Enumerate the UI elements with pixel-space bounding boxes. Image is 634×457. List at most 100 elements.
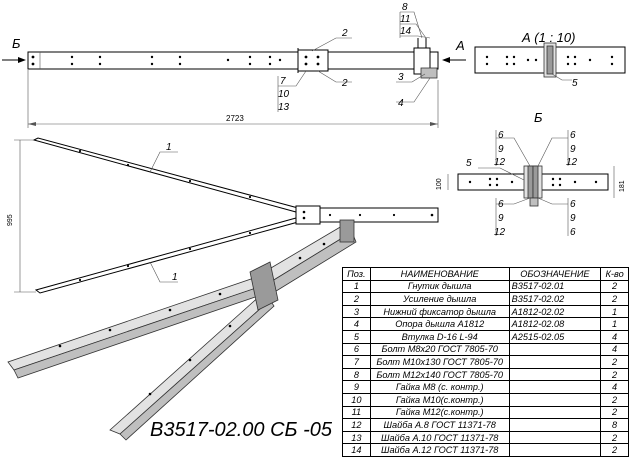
drawbar-side-beam <box>27 51 439 70</box>
plan-holes <box>78 149 434 282</box>
cell-qty: 2 <box>600 355 629 369</box>
cell-name: Гайка М8 (с. контр.) <box>369 380 510 394</box>
callout-12-ur: 12 <box>566 157 578 168</box>
cell-qty: 2 <box>600 292 629 306</box>
cell-pos: 9 <box>342 380 371 394</box>
view-a-arrowhead <box>442 57 450 63</box>
reinforcement-plate <box>297 49 329 72</box>
cell-designation <box>508 342 602 357</box>
cell-qty: 1 <box>600 317 629 331</box>
callout-10: 10 <box>278 89 290 100</box>
callout-9-lr: 9 <box>570 213 576 224</box>
callout-1-upper: 1 <box>166 142 172 153</box>
cell-name: Втулка D-16 L-94 <box>369 329 510 344</box>
callout-12-ul: 12 <box>494 157 506 168</box>
iso-support <box>339 219 355 243</box>
view-a-title: А (1 : 10) <box>521 30 575 45</box>
callout-4: 4 <box>398 98 404 109</box>
cell-designation: В3517-02.02 <box>508 292 602 306</box>
cell-pos: 1 <box>342 279 371 294</box>
cell-name: Гайка М12(с.контр.) <box>369 405 510 420</box>
view-a-arrow-label: А <box>455 38 465 53</box>
callout-6-ur: 6 <box>570 130 576 141</box>
cell-pos: 2 <box>342 292 371 306</box>
overall-length-dimension: 2723 <box>226 114 244 123</box>
cell-designation <box>508 380 602 394</box>
view-b-arrow-label: Б <box>12 36 21 51</box>
cell-designation: А2515-02.05 <box>508 329 602 344</box>
view-b-right-dimension: 181 <box>619 180 626 192</box>
cell-name: Болт М12х140 ГОСТ 7805-70 <box>369 367 510 382</box>
view-b-arrowhead <box>18 57 26 63</box>
cell-designation: А1812-02.02 <box>508 304 602 319</box>
cell-qty: 2 <box>600 405 629 420</box>
callout-8: 8 <box>402 2 408 13</box>
cell-qty: 2 <box>600 367 629 382</box>
cell-pos: 8 <box>342 367 371 382</box>
callout-7: 7 <box>280 76 286 87</box>
cell-qty: 2 <box>600 443 629 457</box>
side-view-holes <box>31 55 320 66</box>
callout-5-view-b: 5 <box>466 158 472 169</box>
callout-6-lr2: 6 <box>570 227 576 238</box>
callout-6-ll: 6 <box>498 199 504 210</box>
isometric-view <box>7 219 357 441</box>
cell-designation <box>508 443 602 457</box>
header-name: НАИМЕНОВАНИЕ <box>369 267 510 281</box>
header-pos: Поз. <box>342 267 371 281</box>
callout-1-lower: 1 <box>172 272 178 283</box>
cell-pos: 3 <box>342 304 371 319</box>
view-b: Б 100 181 6 9 12 6 9 <box>436 110 626 238</box>
cell-designation: А1812-02.08 <box>508 317 602 331</box>
cell-qty: 4 <box>600 342 629 357</box>
view-b-width-dimension: 100 <box>436 178 443 190</box>
cell-pos: 11 <box>342 405 371 420</box>
view-b-title: Б <box>534 110 543 125</box>
callout-9-ul: 9 <box>498 144 504 155</box>
cell-qty: 2 <box>600 430 629 445</box>
callout-13: 13 <box>278 102 290 113</box>
header-qty: К-во <box>600 267 629 281</box>
callout-5-view-a: 5 <box>572 78 578 89</box>
cell-pos: 12 <box>342 418 371 432</box>
iso-reinforcement <box>249 261 279 311</box>
callout-9-ll: 9 <box>498 213 504 224</box>
plan-view: 995 1 1 <box>7 137 439 294</box>
side-view: Б А <box>2 2 466 128</box>
drawing-designation: В3517-02.00 СБ -05 <box>150 419 333 441</box>
cell-pos: 7 <box>342 355 371 369</box>
cell-name: Опора дышла А1812 <box>369 317 510 331</box>
cell-qty: 8 <box>600 418 629 432</box>
cell-name: Шайба А.12 ГОСТ 11371-78 <box>369 443 510 457</box>
callout-6-lr: 6 <box>570 199 576 210</box>
view-b-holes <box>468 177 598 187</box>
cell-designation <box>508 392 602 407</box>
callout-2-top: 2 <box>341 28 348 39</box>
cell-designation <box>508 405 602 420</box>
iso-holes <box>58 242 326 396</box>
cell-name: Болт М10х130 ГОСТ 7805-70 <box>369 355 510 369</box>
cell-qty: 1 <box>600 304 629 319</box>
callout-12-ll: 12 <box>494 227 506 238</box>
cell-name: Гайка М10(с.контр.) <box>369 392 510 407</box>
cell-pos: 14 <box>342 443 371 457</box>
view-a: А (1 : 10) 5 <box>474 30 626 89</box>
cell-qty: 4 <box>600 380 629 394</box>
left-height-dimension: 995 <box>7 214 14 226</box>
callout-11: 11 <box>400 14 410 25</box>
side-view-leaders <box>277 11 431 112</box>
cell-designation: В3517-02.01 <box>508 279 602 294</box>
header-designation: ОБОЗНАЧЕНИЕ <box>508 267 602 281</box>
